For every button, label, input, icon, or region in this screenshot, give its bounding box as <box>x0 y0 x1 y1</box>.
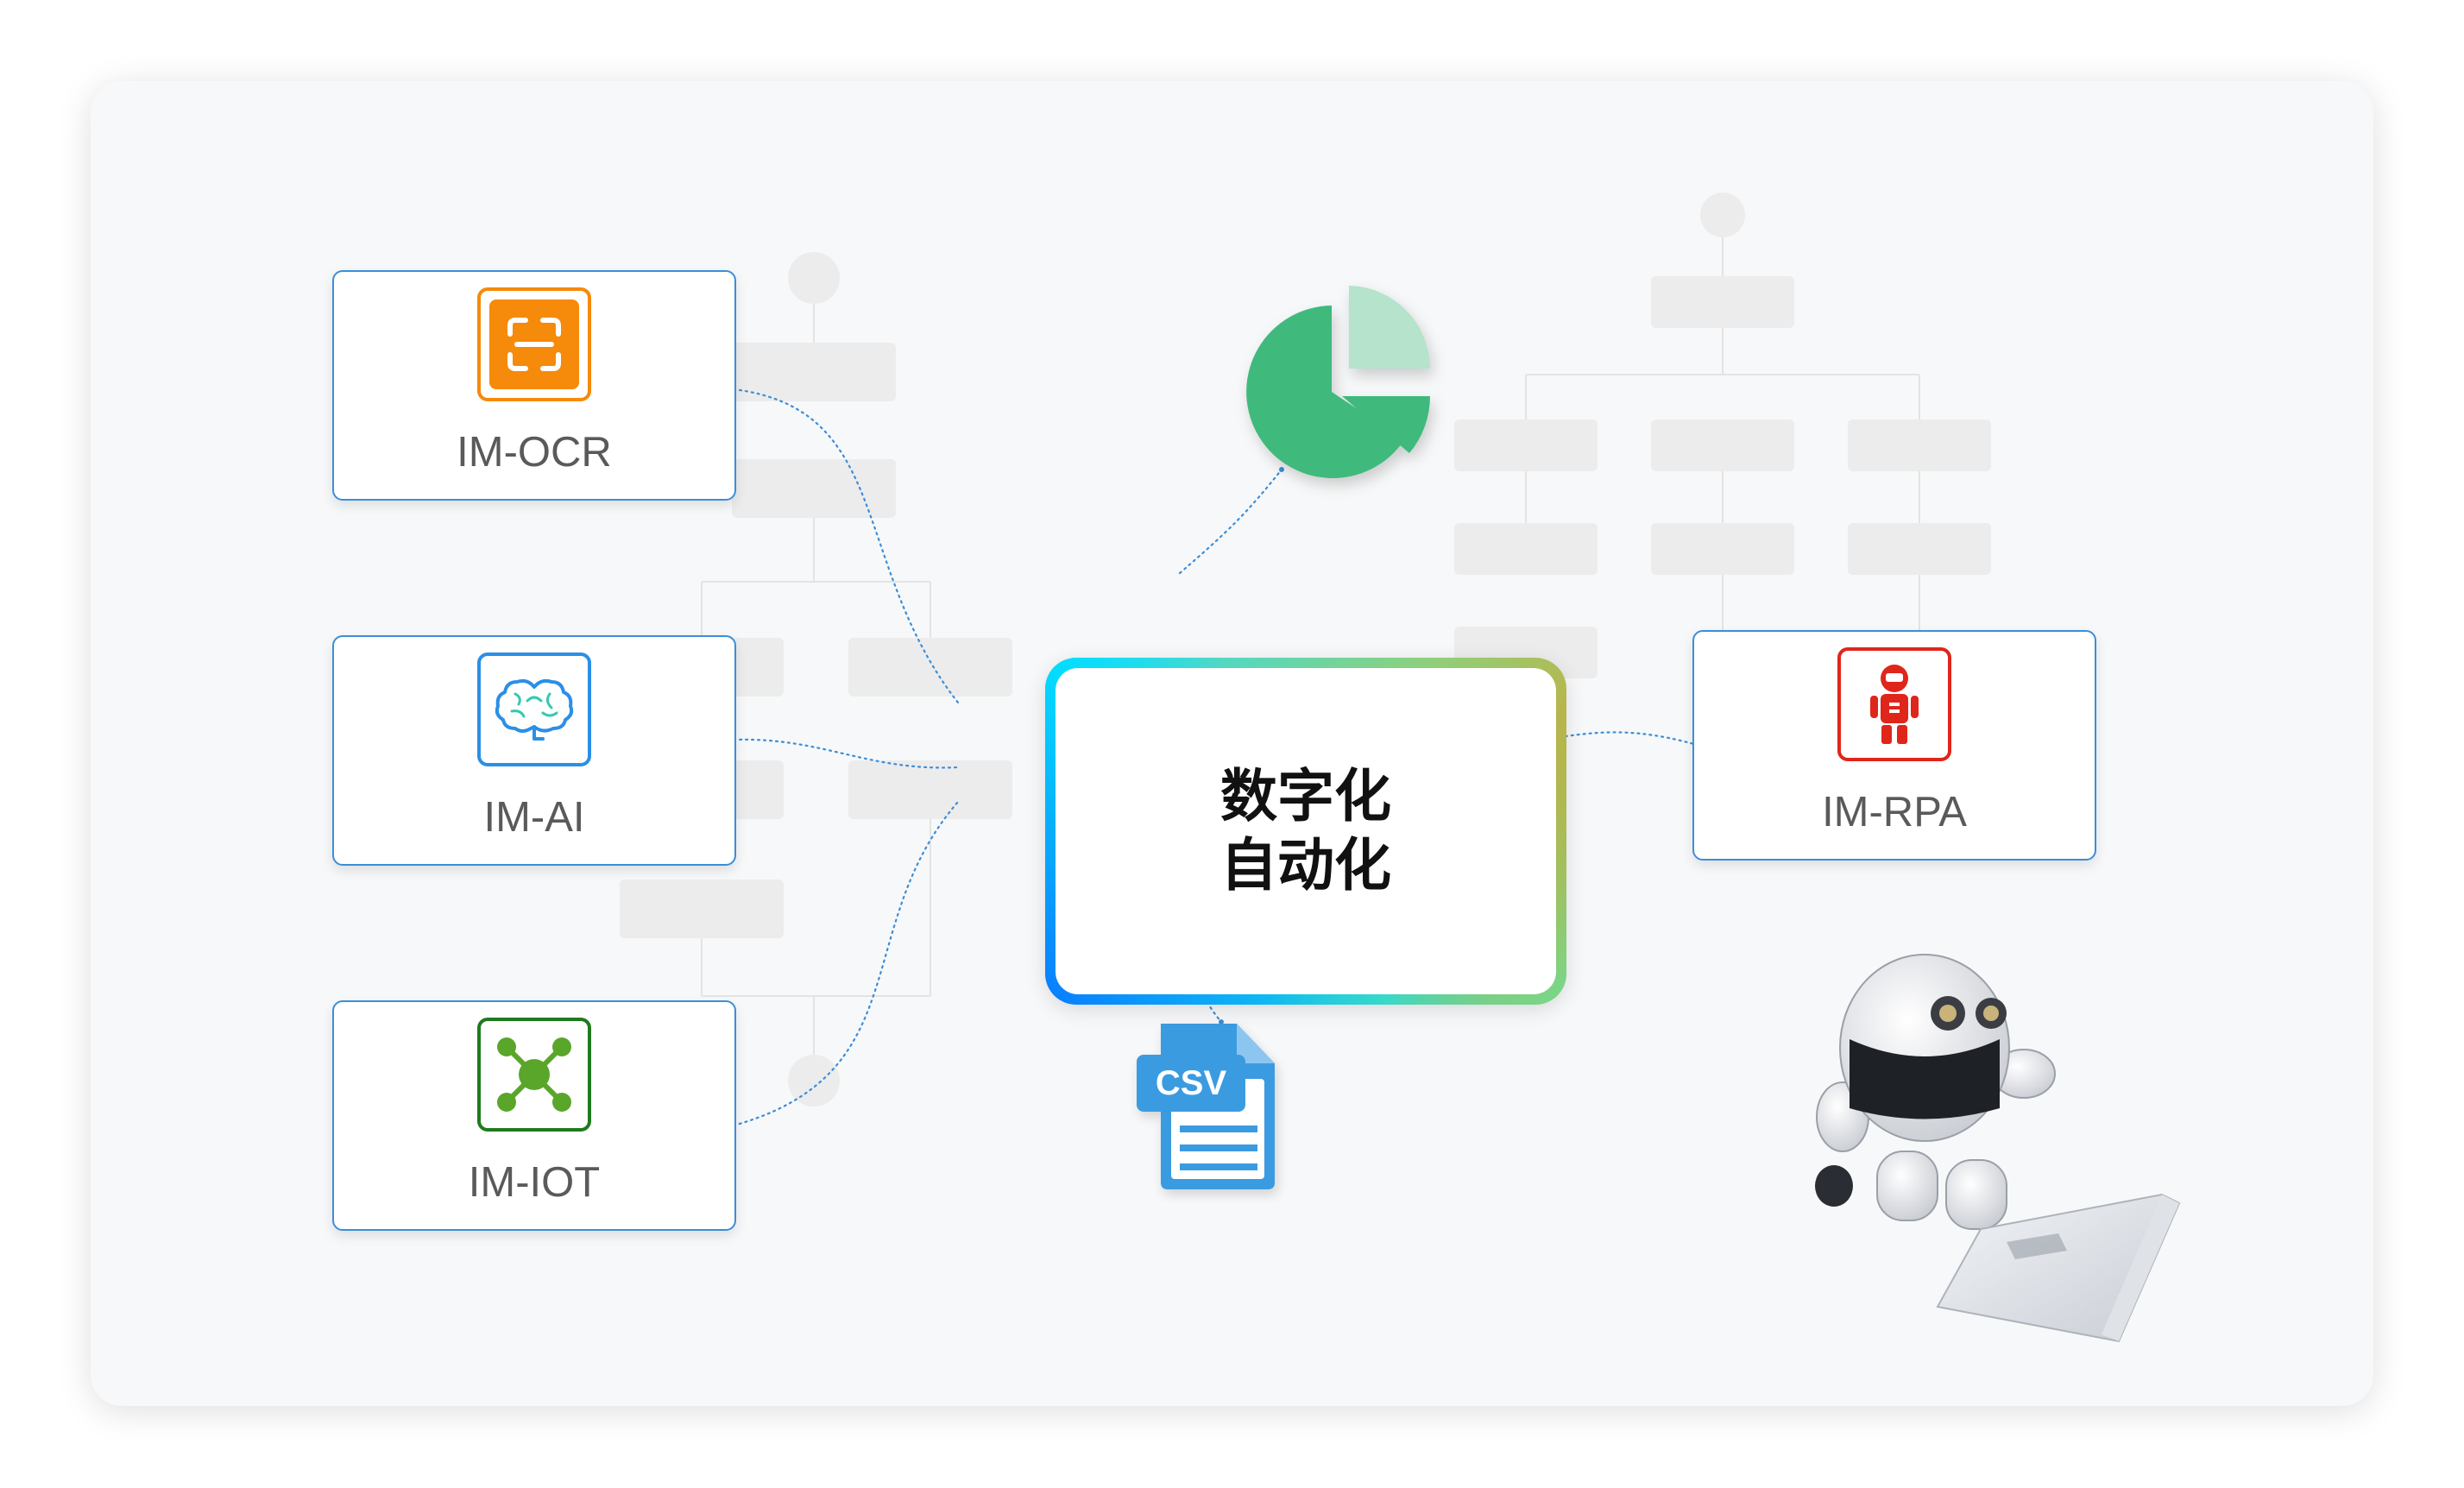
node-label: IM-OCR <box>334 428 734 476</box>
center-node[interactable]: 数字化 自动化 <box>1045 658 1566 1005</box>
csv-file-icon: CSV <box>1126 1013 1316 1203</box>
node-label: IM-AI <box>334 793 734 842</box>
network-icon <box>477 1018 591 1132</box>
node-im-ocr[interactable]: IM-OCR <box>332 270 736 501</box>
robot-icon <box>1837 647 1951 761</box>
csv-label: CSV <box>1156 1064 1227 1102</box>
diagram-card: CSV <box>91 81 2373 1406</box>
brain-icon <box>477 653 591 766</box>
node-im-rpa[interactable]: IM-RPA <box>1692 630 2096 861</box>
center-title-line1: 数字化 <box>1220 762 1391 831</box>
scan-icon <box>477 287 591 401</box>
center-title-line2: 自动化 <box>1220 831 1391 900</box>
pie-chart-icon <box>1213 267 1454 508</box>
node-im-ai[interactable]: IM-AI <box>332 635 736 866</box>
node-label: IM-IOT <box>334 1158 734 1207</box>
node-label: IM-RPA <box>1694 788 2095 836</box>
node-im-iot[interactable]: IM-IOT <box>332 1000 736 1231</box>
robot-with-laptop-icon <box>1748 944 2196 1376</box>
